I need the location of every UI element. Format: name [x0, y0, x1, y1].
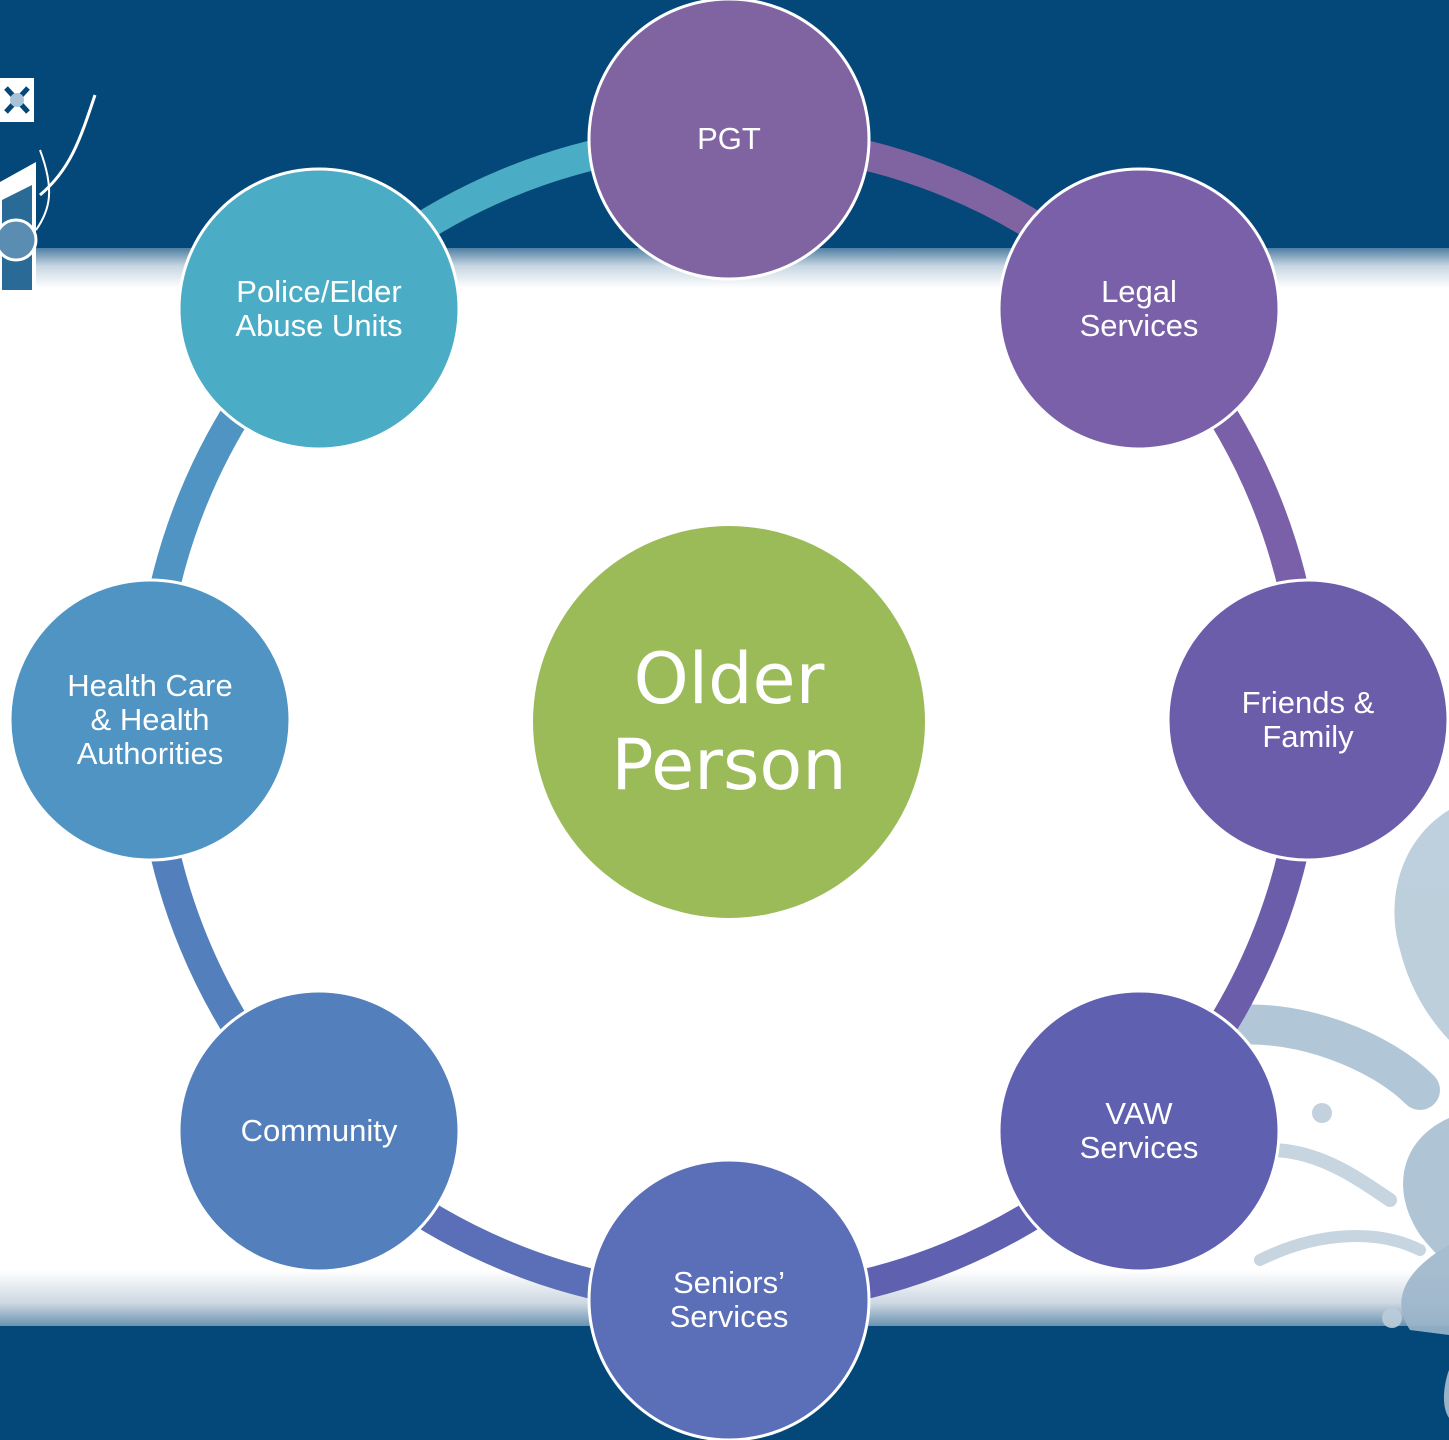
node-circle-friends-family — [1166, 578, 1449, 862]
center-circle — [533, 526, 925, 918]
node-circle-police-elder-abuse — [177, 167, 461, 451]
node-circle-legal-services — [997, 167, 1281, 451]
node-circle-health-care — [8, 578, 292, 862]
logo-text-line1: TRE FOR — [0, 312, 78, 329]
node-circle-seniors-services — [587, 1158, 871, 1440]
organization-logo — [0, 78, 97, 298]
node-circles — [8, 0, 1449, 1440]
watermark-flower-icon — [1216, 810, 1449, 1418]
node-circle-vaw-services — [997, 989, 1281, 1273]
node-circle-pgt — [587, 0, 871, 281]
node-circle-community — [177, 989, 461, 1273]
logo-text-line2: AW — [0, 330, 49, 363]
